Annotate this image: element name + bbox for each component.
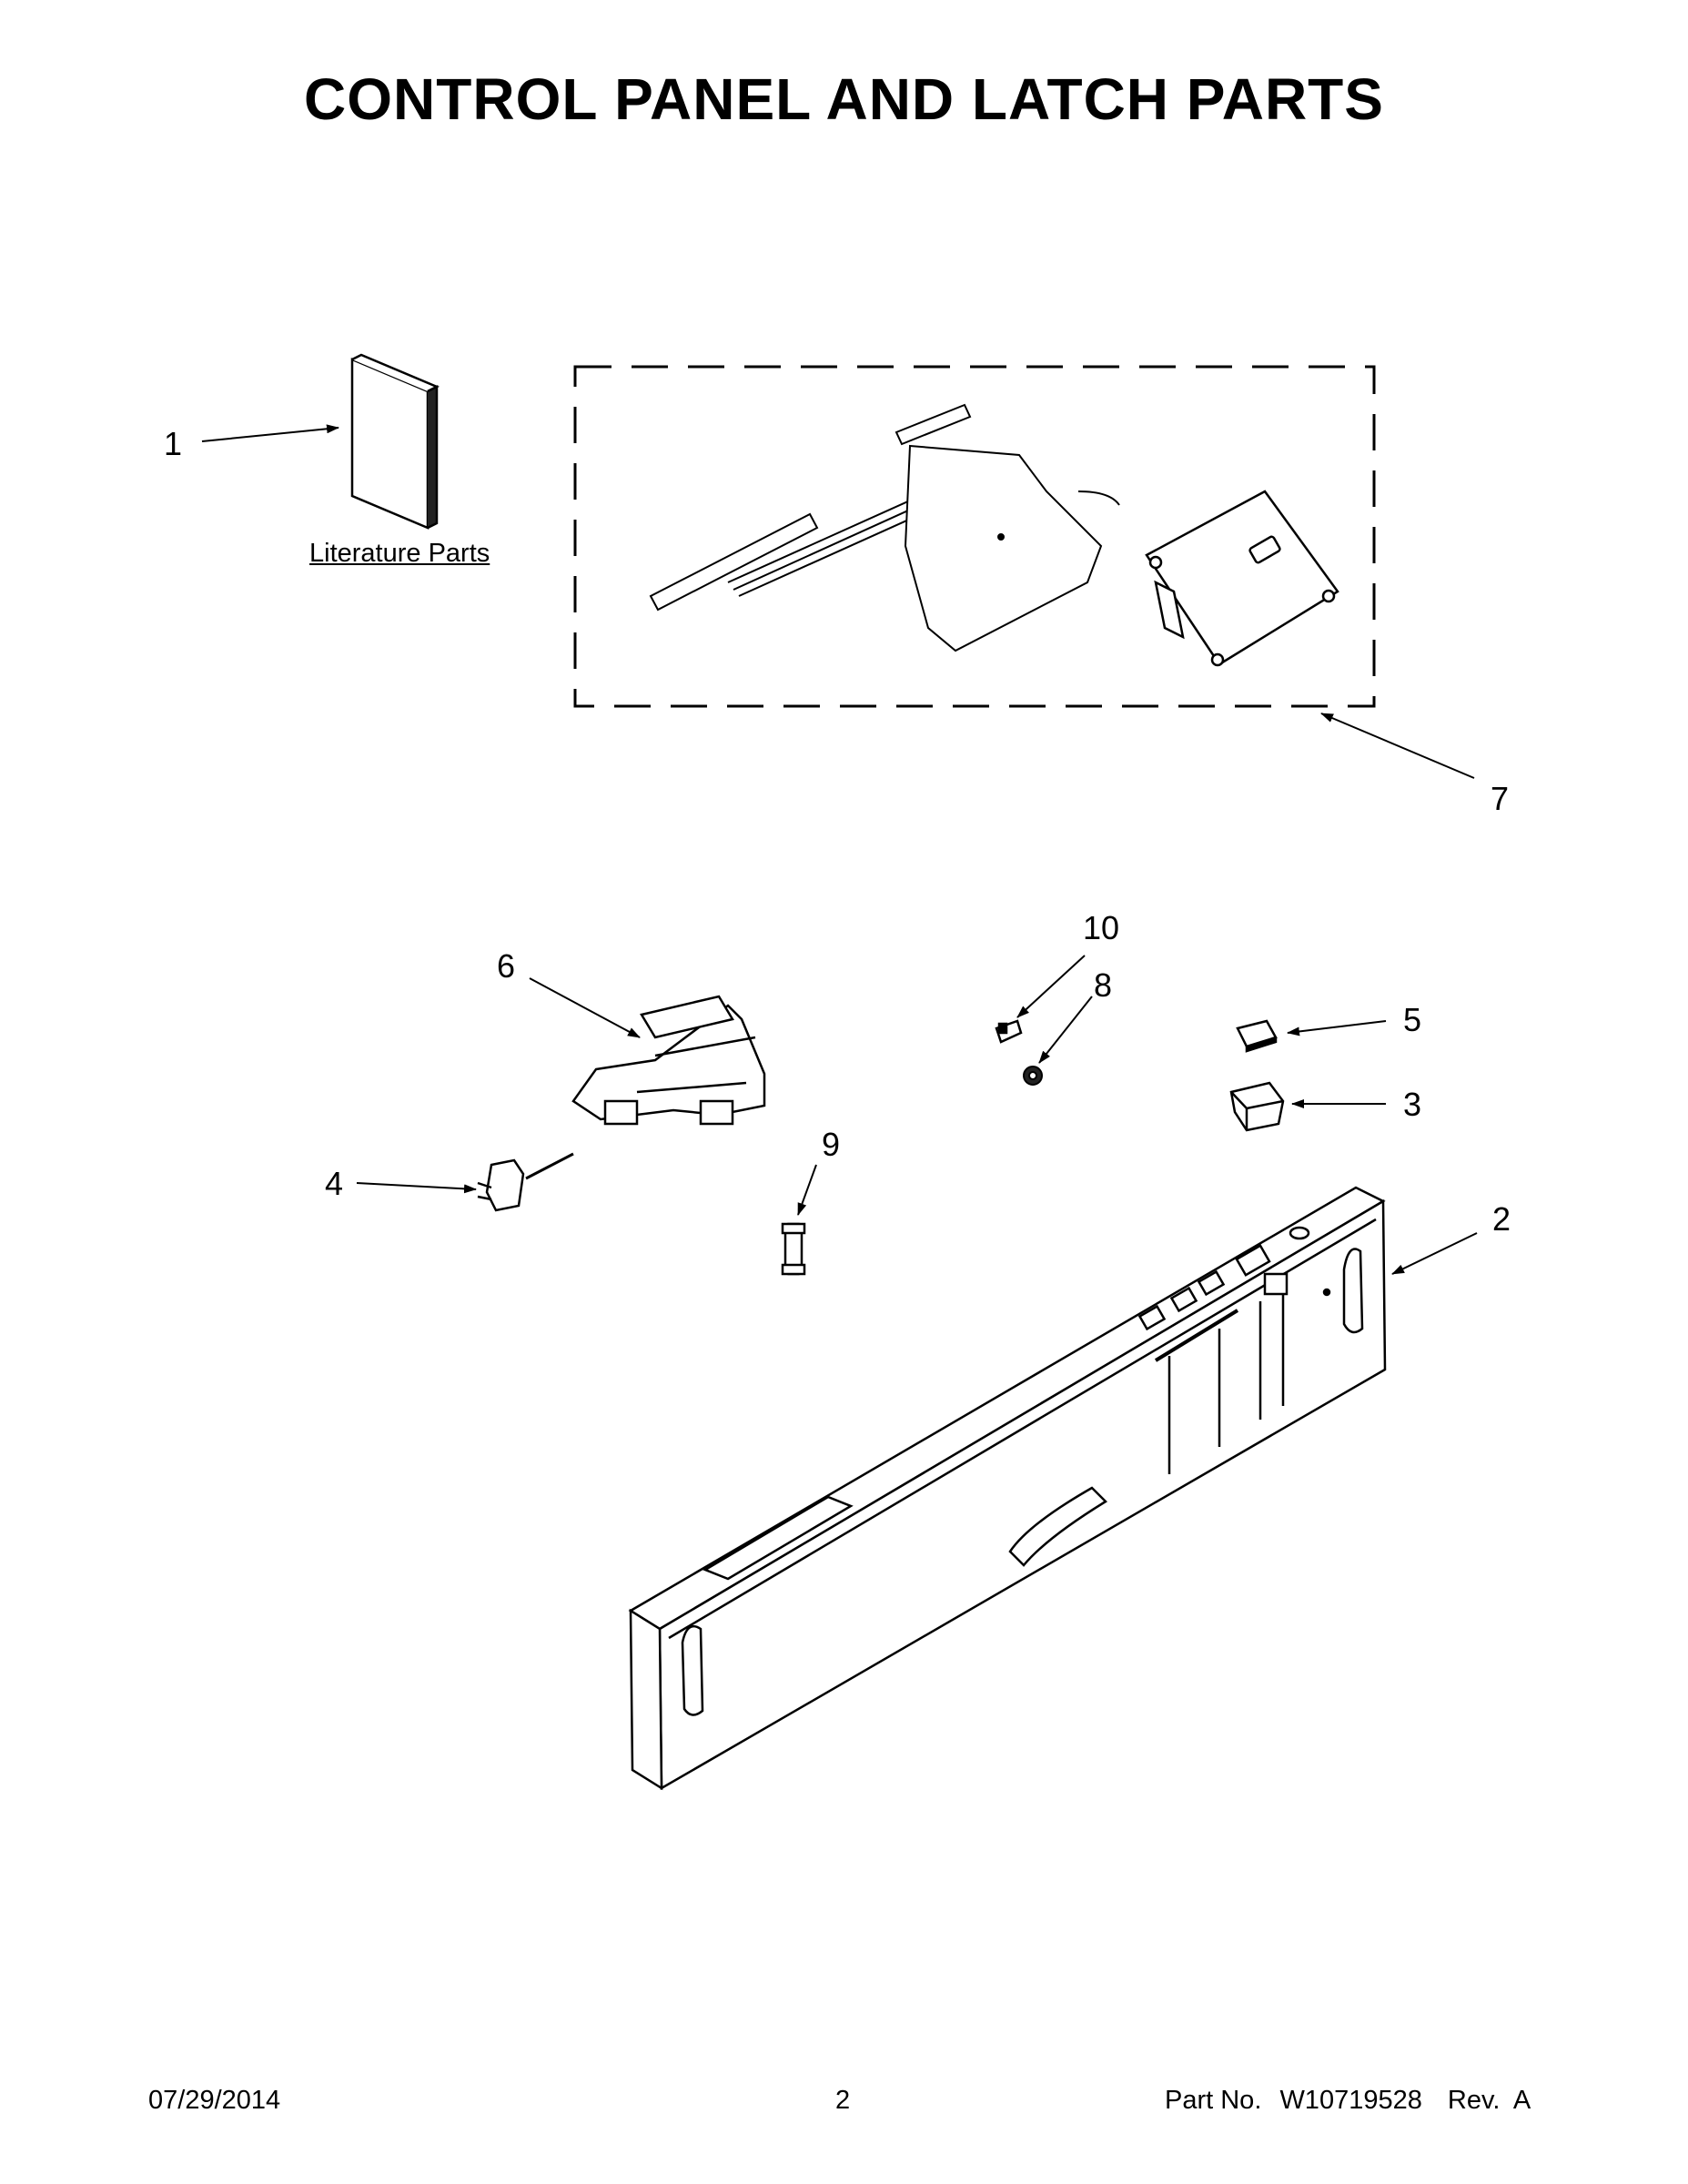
footer-part-prefix: Part No. xyxy=(1165,2086,1262,2115)
clip xyxy=(995,1019,1023,1044)
leader-8 xyxy=(1038,996,1093,1064)
control-kit-dashed-box xyxy=(573,365,1376,708)
door-switch xyxy=(477,1152,574,1212)
button-housing xyxy=(1229,1081,1285,1132)
page-title: CONTROL PANEL AND LATCH PARTS xyxy=(304,66,1384,132)
fuse xyxy=(781,1222,806,1276)
grommet xyxy=(1023,1066,1043,1086)
door-latch-assembly xyxy=(571,995,766,1126)
callout-4: 4 xyxy=(325,1165,344,1202)
leader-2 xyxy=(1391,1232,1478,1275)
footer-revision: Rev. A xyxy=(1447,2086,1531,2115)
footer-part-number: W10719528 xyxy=(1279,2086,1422,2115)
leader-7 xyxy=(1320,713,1475,779)
callout-10: 10 xyxy=(1083,909,1120,946)
leader-9 xyxy=(797,1164,817,1216)
callout-2: 2 xyxy=(1492,1200,1511,1238)
callout-1: 1 xyxy=(164,425,183,462)
leader-10 xyxy=(1016,955,1086,1018)
leader-1 xyxy=(201,424,339,442)
callout-9: 9 xyxy=(822,1126,841,1163)
user-interface-board xyxy=(649,403,1120,652)
literature-parts-label: Literature Parts xyxy=(309,539,490,568)
leader-5 xyxy=(1287,1020,1387,1036)
footer-part-info: Part No. W10719528 Rev. A xyxy=(1165,2086,1531,2116)
footer-date: 07/29/2014 xyxy=(148,2086,281,2115)
callout-8: 8 xyxy=(1094,966,1113,1004)
control-panel-console xyxy=(628,1186,1387,1791)
callout-5: 5 xyxy=(1403,1001,1422,1038)
main-control-board xyxy=(1145,490,1339,667)
callout-6: 6 xyxy=(497,947,516,985)
leader-4 xyxy=(356,1182,477,1194)
leader-6 xyxy=(529,977,641,1038)
button-cap xyxy=(1236,1019,1278,1053)
literature-booklet xyxy=(350,353,440,530)
callout-7: 7 xyxy=(1491,780,1510,817)
callout-3: 3 xyxy=(1403,1086,1422,1123)
footer-page-number: 2 xyxy=(835,2086,851,2115)
